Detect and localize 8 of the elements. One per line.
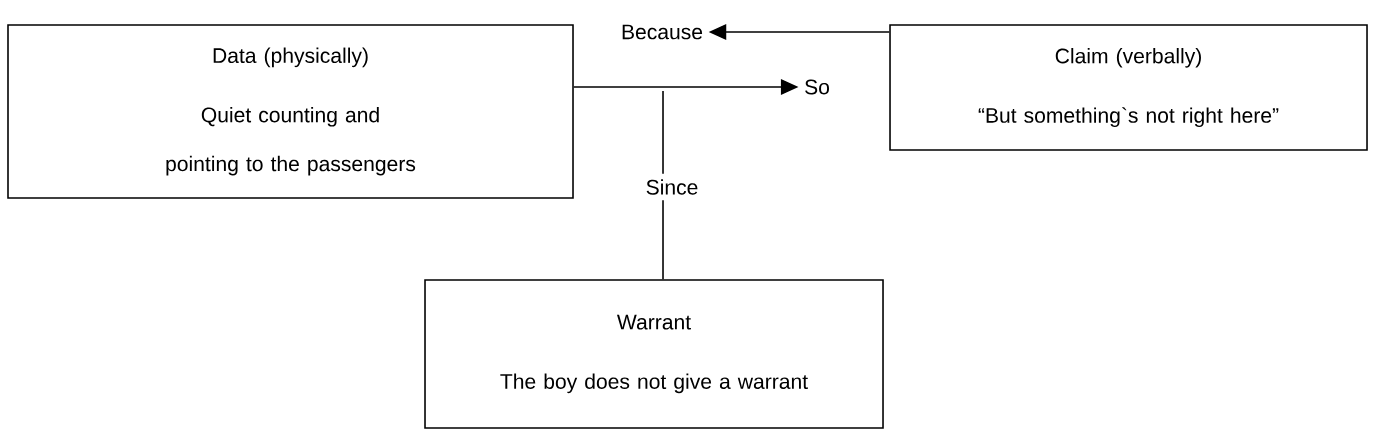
warrant-box: Warrant The boy does not give a warrant bbox=[424, 279, 884, 429]
connector-word: So bbox=[805, 79, 829, 95]
connector-line bbox=[662, 90, 664, 175]
connector-line bbox=[662, 199, 664, 280]
data-box: Data (physically) Quiet counting and pointing to the passengers bbox=[7, 24, 574, 199]
claim-box: Claim (verbally) “But something`s not right here” bbox=[889, 24, 1368, 151]
connector-word: Since bbox=[646, 179, 698, 195]
connector-word: Because bbox=[622, 24, 703, 40]
